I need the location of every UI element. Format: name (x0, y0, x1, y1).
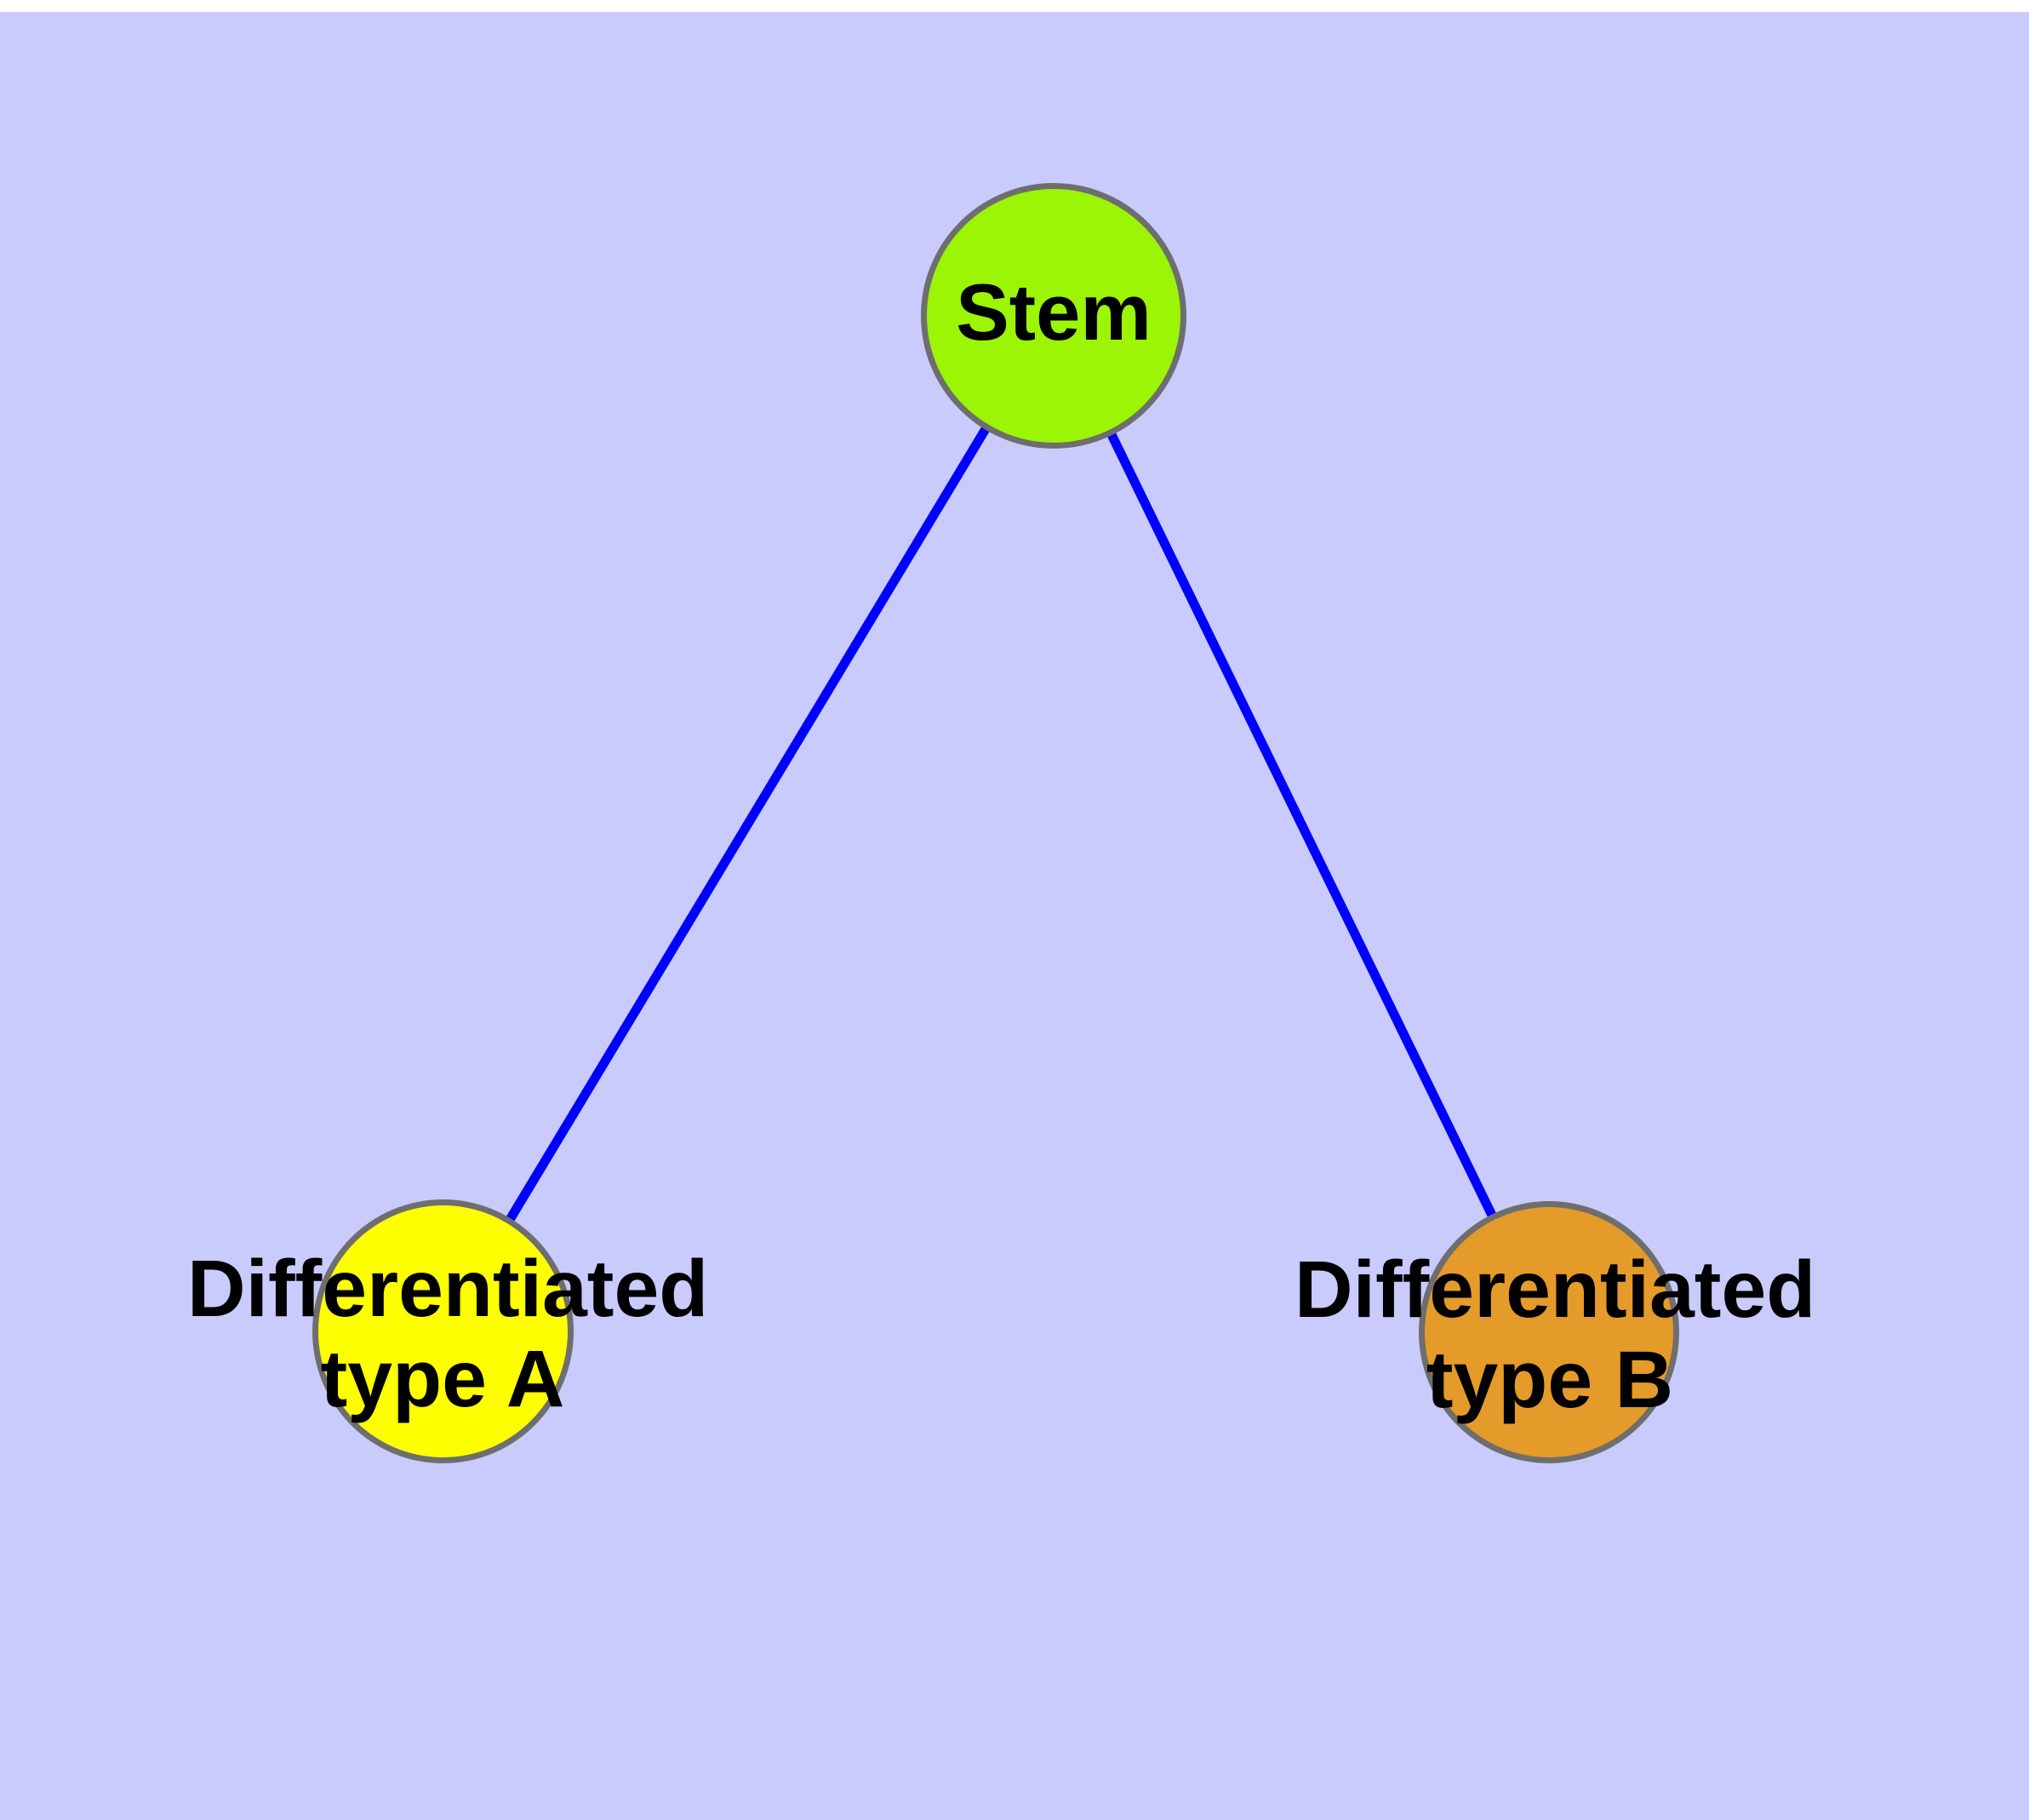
node-differentiated-type-b[interactable] (1419, 1201, 1679, 1463)
node-differentiated-type-a[interactable] (312, 1199, 574, 1463)
edge-stem-to-differentiated-type-b (1049, 313, 1553, 1335)
edge-stem-to-differentiated-type-a (438, 313, 1058, 1334)
node-stem[interactable] (921, 183, 1186, 449)
